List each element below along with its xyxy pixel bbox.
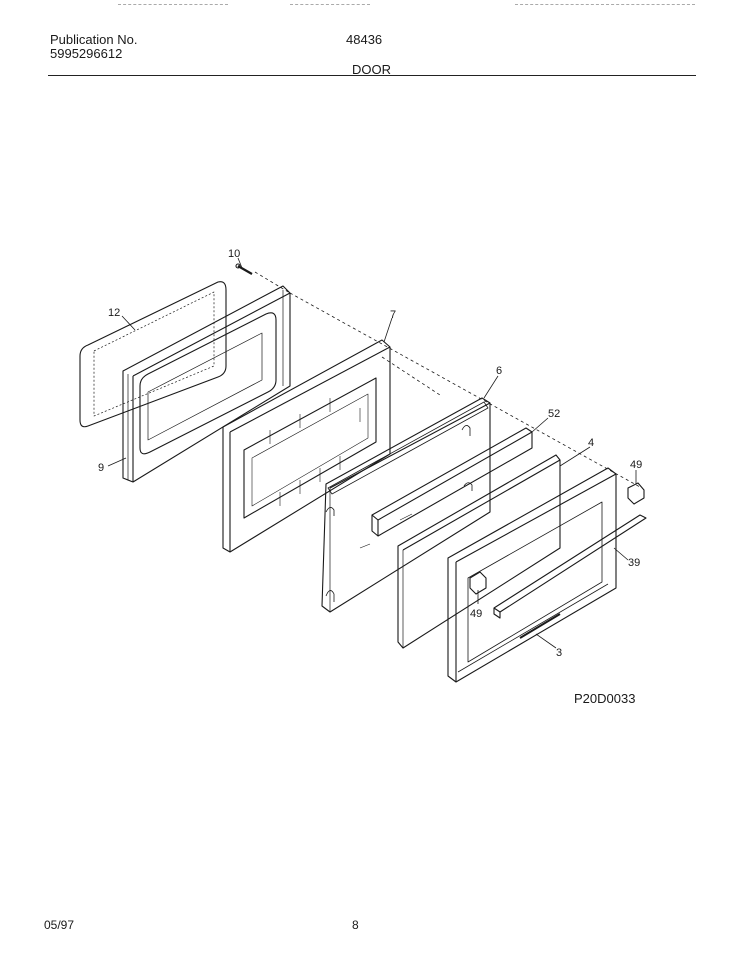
callout-7: 7 [390, 309, 396, 321]
callout-39: 39 [628, 557, 640, 569]
callout-49-clip: 49 [630, 459, 642, 471]
callout-4: 4 [588, 437, 594, 449]
inner-panel-plate [321, 397, 491, 613]
callout-leaders [107, 257, 637, 649]
callout-52: 52 [548, 408, 560, 420]
scan-edge-mark [290, 4, 370, 5]
footer-date: 05/97 [44, 918, 75, 932]
figure-code: P20D0033 [574, 691, 636, 706]
header-rule [48, 75, 696, 76]
inner-door-liner [122, 285, 291, 483]
section-title: DOOR [352, 62, 391, 77]
publication-number: 5995296612 [50, 46, 123, 61]
door-gasket [79, 281, 227, 428]
callout-9: 9 [98, 462, 104, 474]
door-glass [397, 454, 561, 649]
scan-edge-mark [118, 4, 228, 5]
door-channel [371, 427, 533, 537]
page-number: 8 [352, 918, 359, 932]
callout-3: 3 [556, 647, 562, 659]
outer-door-panel [222, 339, 391, 553]
scan-edge-mark [515, 4, 695, 5]
callout-12: 12 [108, 307, 120, 319]
publication-label: Publication No. [50, 32, 138, 47]
model-number: 48436 [346, 32, 383, 47]
retaining-clip [469, 482, 645, 595]
screw [235, 263, 253, 275]
alignment-dashed-lines [254, 271, 641, 488]
callout-49-inner: 49 [470, 608, 482, 620]
callout-6: 6 [496, 365, 502, 377]
door-frame [447, 467, 617, 683]
callout-10: 10 [228, 248, 240, 260]
trim-strip [493, 514, 647, 619]
